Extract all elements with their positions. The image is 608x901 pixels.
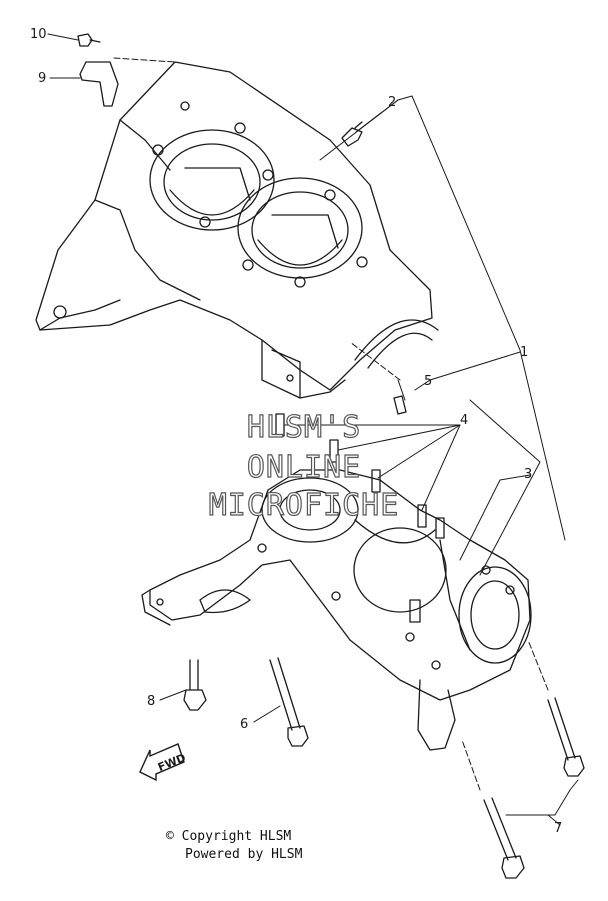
fitting-part-2 xyxy=(341,121,363,147)
pin-part-5 xyxy=(393,395,407,415)
watermark-line-2: ONLINE xyxy=(246,449,362,485)
long-bolt-part-6 xyxy=(269,657,309,747)
bolt-part-8 xyxy=(183,659,207,711)
callout-2: 2 xyxy=(388,95,396,110)
bolt-part-10 xyxy=(77,33,101,47)
watermark-line-3: MICROFICHE xyxy=(208,487,400,523)
fwd-arrow: FWD xyxy=(139,743,188,782)
callout-8: 8 xyxy=(147,694,155,709)
powered-by-text: Powered by HLSM xyxy=(185,847,303,862)
callout-4: 4 xyxy=(460,413,468,428)
callout-9: 9 xyxy=(38,71,46,86)
copyright-text: © Copyright HLSM xyxy=(166,829,292,844)
bracket-part-9 xyxy=(79,61,119,107)
lower-crankcase xyxy=(141,469,532,751)
callout-5: 5 xyxy=(424,374,432,389)
callout-6: 6 xyxy=(240,717,248,732)
callout-7: 7 xyxy=(554,821,562,836)
callout-10: 10 xyxy=(30,27,47,42)
callout-1: 1 xyxy=(520,345,528,360)
callout-3: 3 xyxy=(524,467,532,482)
watermark-line-1: HLSM'S xyxy=(246,409,362,445)
long-bolts-part-7 xyxy=(483,697,585,879)
upper-crankcase xyxy=(35,61,439,399)
